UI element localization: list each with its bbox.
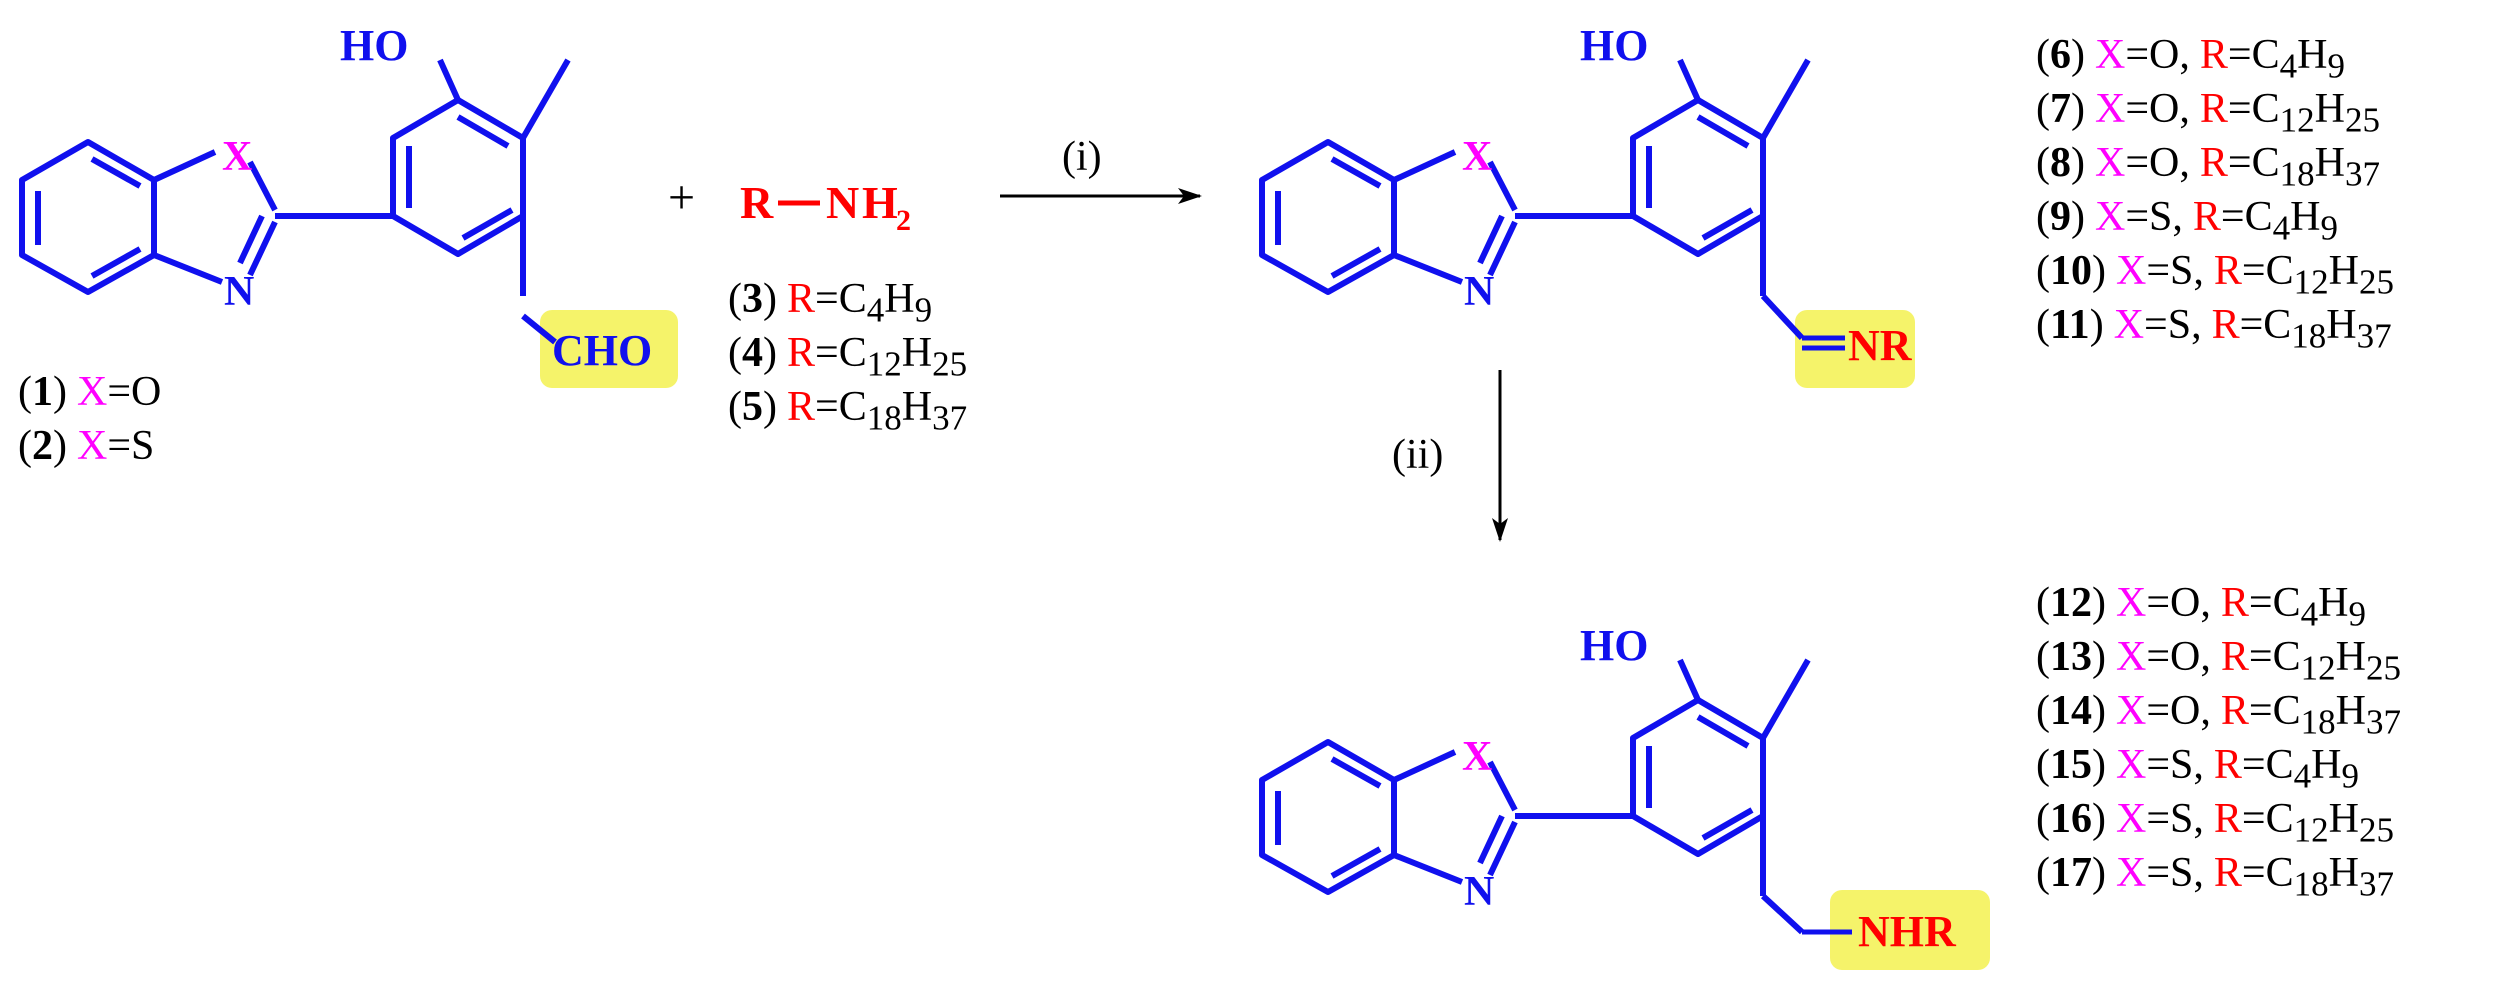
nr-highlight (1795, 310, 1915, 388)
amine-product-molecule: HO X N NHR (1262, 621, 1990, 970)
nhr-highlight (1830, 890, 1990, 970)
nitrogen-atom-label: N (224, 269, 254, 315)
aldehyde-molecule: HO X N CHO (22, 21, 678, 388)
nitrogen-atom-label: N (1464, 269, 1494, 315)
secondary-amine-group-label: NHR (1858, 907, 1957, 956)
plus-sign: + (668, 171, 696, 224)
label-compound-2: (2) X=S (18, 423, 155, 469)
amine-product-labels: (12)X=O,R=C4H9(13)X=O,R=C12H25(14)X=O,R=… (2036, 576, 2401, 904)
x-atom-label: X (1462, 734, 1492, 780)
imine-group-label: NR (1848, 321, 1913, 370)
imine-molecule: HO X N NR (1262, 21, 1915, 388)
amine-n-label: N (826, 177, 859, 228)
hydroxyl-atom-label: HO (1580, 21, 1648, 70)
x-atom-label: X (222, 134, 252, 180)
imine-product-labels: (6)X=O,R=C4H9(7)X=O,R=C12H25(8)X=O,R=C18… (2036, 28, 2394, 356)
x-atom-label: X (1462, 134, 1492, 180)
label-compound-row: (17)X=S,R=C18H37 (2036, 850, 2394, 904)
label-compound-row: (10)X=S,R=C12H25 (2036, 248, 2394, 302)
label-compound-row: (9)X=S,R=C4H9 (2036, 194, 2338, 248)
label-compound-row: (7)X=O,R=C12H25 (2036, 86, 2380, 140)
label-compound-row: (11)X=S,R=C18H37 (2036, 302, 2392, 356)
cho-highlight (540, 310, 678, 388)
amine-r-label: R (740, 177, 774, 228)
aldehyde-group-label: CHO (552, 326, 652, 375)
hydroxyl-atom-label: HO (1580, 621, 1648, 670)
step-i-label: (i) (1062, 134, 1102, 180)
arrow-step-ii: (ii) (1392, 370, 1508, 542)
amine-reagent: R N H 2 (740, 177, 911, 237)
nitrogen-atom-label: N (1464, 869, 1494, 915)
label-compound-row: (6)X=O,R=C4H9 (2036, 32, 2345, 86)
label-compound-row: (16)X=S,R=C12H25 (2036, 796, 2394, 850)
amine-h-label: H (862, 177, 898, 228)
label-compound-3: (3) R=C4H9 (728, 276, 933, 330)
label-compound-5: (5) R=C18H37 (728, 384, 968, 438)
label-compound-1: (1) X=O (18, 369, 162, 415)
label-compound-row: (8)X=O,R=C18H37 (2036, 140, 2380, 194)
label-compound-4: (4) R=C12H25 (728, 330, 968, 384)
amine-reagent-labels: (3) R=C4H9 (4) R=C12H25 (5) R=C18H37 (728, 272, 968, 438)
step-ii-label: (ii) (1392, 432, 1443, 478)
start-compound-labels: (1) X=O (2) X=S (18, 365, 161, 473)
label-compound-row: (13)X=O,R=C12H25 (2036, 634, 2401, 688)
label-compound-row: (14)X=O,R=C18H37 (2036, 688, 2401, 742)
label-compound-row: (15)X=S,R=C4H9 (2036, 742, 2359, 796)
hydroxyl-atom-label: HO (340, 21, 408, 70)
amine-h-subscript: 2 (896, 204, 911, 237)
label-compound-row: (12)X=O,R=C4H9 (2036, 580, 2366, 634)
arrow-step-i: (i) (1000, 134, 1202, 204)
